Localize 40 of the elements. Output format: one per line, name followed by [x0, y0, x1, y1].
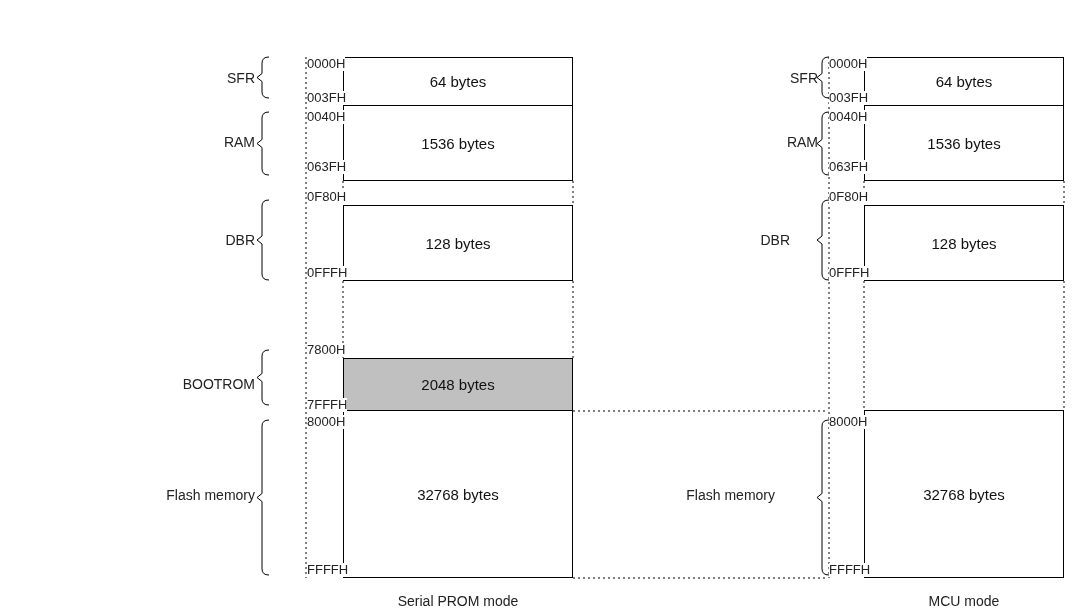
address-label: FFFFH [829, 563, 871, 577]
address-label: FFFFH [307, 563, 349, 577]
region-name: Flash memory [686, 488, 775, 502]
memory-block [343, 57, 573, 106]
region-name: RAM [223, 135, 255, 149]
address-label: 0F80H [829, 190, 869, 204]
region-name: DBR [225, 233, 255, 247]
size-text: 128 bytes [425, 234, 491, 252]
address-label: 0FFFH [307, 266, 348, 280]
size-text: 32768 bytes [923, 485, 1005, 503]
address-label: 003FH [307, 91, 347, 105]
address-label: 0040H [307, 110, 346, 124]
size-text: 128 bytes [931, 234, 997, 252]
address-label: 003FH [829, 91, 869, 105]
address-label: 063FH [829, 160, 869, 174]
region-name: Flash memory [166, 488, 255, 502]
address-label: 7800H [307, 343, 346, 357]
size-text: 64 bytes [429, 73, 487, 90]
address-label: 0000H [307, 57, 346, 71]
address-label: 0040H [829, 110, 868, 124]
region-name: DBR [760, 233, 790, 247]
address-label: 8000H [307, 415, 346, 429]
region-name: SFR [790, 71, 818, 85]
address-label: 0000H [829, 57, 868, 71]
region-name: RAM [786, 135, 818, 149]
mode-caption: MCU mode [927, 594, 1001, 608]
size-text: 1536 bytes [421, 134, 495, 152]
mode-caption: Serial PROM mode [396, 594, 520, 608]
address-label: 0F80H [307, 190, 347, 204]
region-name: SFR [227, 71, 255, 85]
address-label: 7FFFH [307, 398, 348, 412]
address-label: 0FFFH [829, 266, 870, 280]
size-text: 64 bytes [935, 73, 993, 90]
size-text: 2048 bytes [421, 376, 495, 393]
address-label: 8000H [829, 415, 868, 429]
region-name: BOOTROM [182, 377, 255, 391]
memory-block [343, 105, 573, 181]
size-text: 32768 bytes [417, 485, 499, 503]
address-label: 063FH [307, 160, 347, 174]
size-text: 1536 bytes [927, 134, 1001, 152]
